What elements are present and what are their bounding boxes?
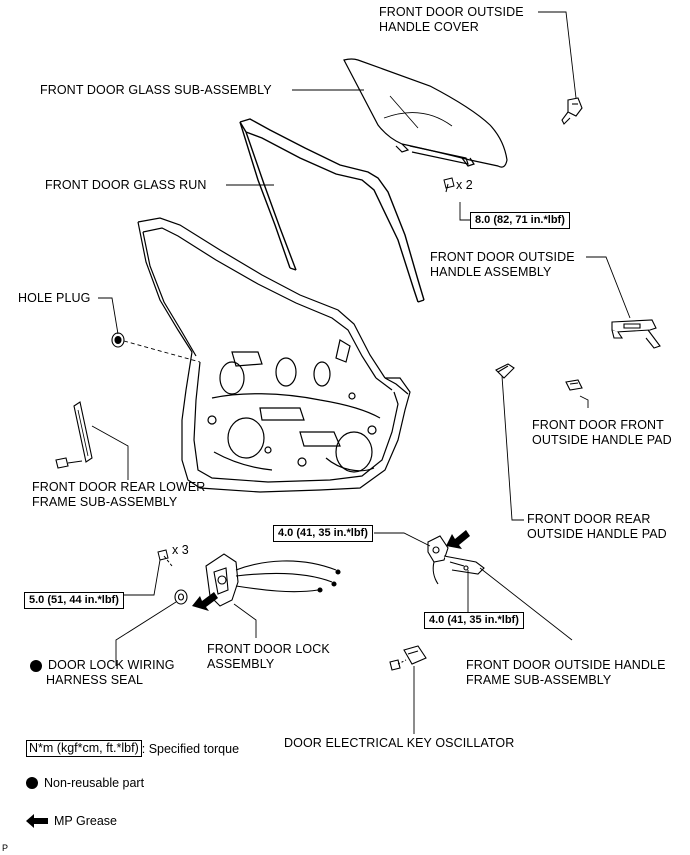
label-line: FRONT DOOR REAR LOWER [32,480,206,494]
front-door-lock-assembly [205,553,341,607]
footer-code: P [2,843,9,853]
front-door-glass-run [239,118,425,303]
grease-arrow-lock [192,592,218,611]
lock-screws [157,549,173,567]
label-line: FRONT DOOR OUTSIDE [379,5,524,19]
outside-handle-assembly [611,319,661,349]
label-rear-lower-frame: FRONT DOOR REAR LOWER FRAME SUB-ASSEMBLY [32,480,205,510]
legend-torque-text: : Specified torque [141,741,240,756]
legend-non-reusable: Non-reusable part [26,776,144,790]
label-lock-assembly: FRONT DOOR LOCK ASSEMBLY [207,642,330,672]
label-line: FRONT DOOR OUTSIDE HANDLE [466,658,666,672]
label-front-outside-handle-pad: FRONT DOOR FRONT OUTSIDE HANDLE PAD [532,418,672,448]
legend-non-reusable-text: Non-reusable part [44,776,145,790]
label-line-with-dot: DOOR LOCK WIRING [30,658,175,673]
torque-lock-screws: 5.0 (51, 44 in.*lbf) [24,592,124,609]
wiring-harness-seal [174,589,188,605]
label-glass-run: FRONT DOOR GLASS RUN [45,178,207,192]
label-rear-outside-handle-pad: FRONT DOOR REAR OUTSIDE HANDLE PAD [527,512,667,542]
legend-torque-box: N*m (kgf*cm, ft.*lbf) [26,740,142,757]
front-outside-handle-pad [565,379,583,391]
hole-plug-dashed-line [123,340,201,363]
label-glass-sub-assembly: FRONT DOOR GLASS SUB-ASSEMBLY [40,83,272,97]
rear-outside-handle-pad [495,363,515,379]
label-hole-plug: HOLE PLUG [18,291,91,305]
glass-bolts-multiplier: x 2 [456,178,473,192]
grease-arrow-icon [26,814,48,828]
leader-lines [45,11,631,734]
label-line: DOOR LOCK WIRING [48,658,175,672]
torque-glass-bolts: 8.0 (82, 71 in.*lbf) [470,212,570,229]
label-line: FRAME SUB-ASSEMBLY [466,673,612,687]
key-oscillator [389,645,427,671]
label-line: FRAME SUB-ASSEMBLY [32,495,178,509]
label-line: OUTSIDE HANDLE PAD [532,433,672,447]
glass-bolts [443,177,455,193]
label-wiring-harness-seal: DOOR LOCK WIRING HARNESS SEAL [30,658,175,688]
label-outside-handle-cover: FRONT DOOR OUTSIDE HANDLE COVER [379,5,524,35]
front-door-panel [137,217,411,493]
label-line: FRONT DOOR FRONT [532,418,664,432]
grease-arrow-handle-frame [446,530,470,549]
legend-grease-text: MP Grease [54,814,117,828]
hole-plug [111,332,125,348]
non-reusable-dot-icon [30,659,42,672]
torque-handle-frame-lower: 4.0 (41, 35 in.*lbf) [424,612,524,629]
outside-handle-cover [561,97,583,125]
legend-grease: MP Grease [26,814,117,828]
outside-handle-frame [427,535,485,585]
torque-handle-frame-upper: 4.0 (41, 35 in.*lbf) [273,525,373,542]
legend-torque: N*m (kgf*cm, ft.*lbf) : Specified torque [26,740,239,757]
lock-screws-multiplier: x 3 [172,543,189,557]
front-door-glass [343,58,508,168]
label-key-oscillator: DOOR ELECTRICAL KEY OSCILLATOR [284,736,515,750]
label-line: HARNESS SEAL [46,673,144,687]
label-line: HANDLE COVER [379,20,479,34]
label-outside-handle-frame: FRONT DOOR OUTSIDE HANDLE FRAME SUB-ASSE… [466,658,666,688]
label-line: HANDLE ASSEMBLY [430,265,552,279]
label-line: ASSEMBLY [207,657,275,671]
label-line: FRONT DOOR REAR [527,512,651,526]
label-line: FRONT DOOR LOCK [207,642,330,656]
label-line: OUTSIDE HANDLE PAD [527,527,667,541]
label-outside-handle-assembly: FRONT DOOR OUTSIDE HANDLE ASSEMBLY [430,250,575,280]
rear-lower-frame [55,401,93,469]
non-reusable-dot-icon [26,777,38,789]
label-line: FRONT DOOR OUTSIDE [430,250,575,264]
